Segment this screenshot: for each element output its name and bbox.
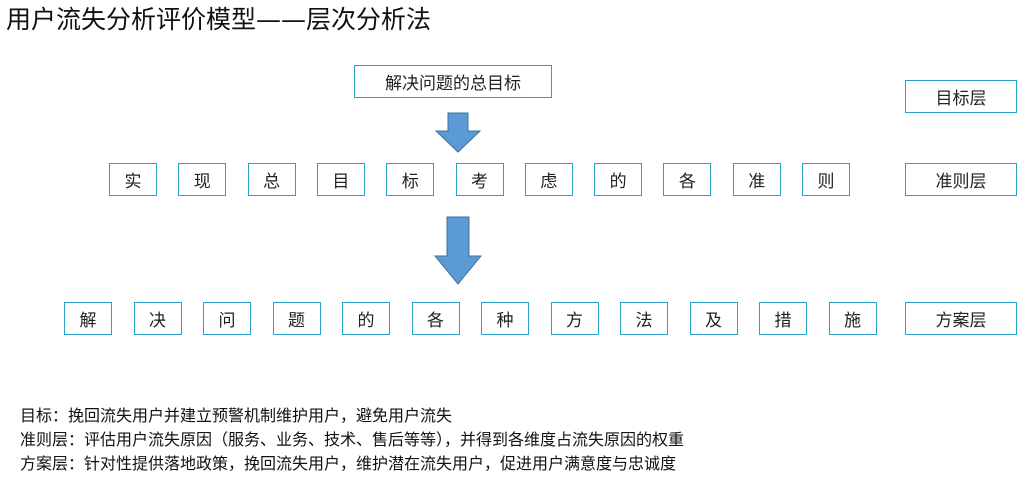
criteria-char-box-7: 虑 [524, 163, 573, 196]
layer-label-plan: 方案层 [905, 302, 1017, 335]
criteria-char-box-8: 的 [594, 163, 643, 196]
down-arrow-icon-1 [434, 112, 482, 153]
plan-char-box-12: 施 [828, 302, 877, 335]
plan-char-box-7: 种 [481, 302, 529, 335]
criteria-char-box-3: 总 [247, 163, 296, 196]
criteria-char-box-10: 准 [732, 163, 781, 196]
criteria-char-box-9: 各 [663, 163, 712, 196]
criteria-row: 实现总目标考虑的各准则 [0, 163, 1024, 196]
note-goal: 目标：挽回流失用户并建立预警机制维护用户，避免用户流失 [20, 406, 453, 425]
note-plan: 方案层：针对性提供落地政策，挽回流失用户，维护潜在流失用户，促进用户满意度与忠诚… [20, 454, 677, 473]
goal-box: 解决问题的总目标 [354, 65, 552, 98]
layer-label-goal: 目标层 [905, 80, 1017, 113]
plan-char-box-5: 的 [342, 302, 390, 335]
plan-row: 解决问题的各种方法及措施 [0, 302, 1024, 335]
criteria-char-box-5: 标 [386, 163, 435, 196]
notes: 目标：挽回流失用户并建立预警机制维护用户，避免用户流失 准则层：评估用户流失原因… [20, 404, 684, 476]
plan-char-box-11: 措 [759, 302, 807, 335]
plan-char-box-4: 题 [272, 302, 321, 335]
plan-char-box-3: 问 [203, 302, 251, 335]
criteria-char-box-1: 实 [109, 163, 157, 196]
plan-char-box-1: 解 [64, 302, 112, 335]
plan-char-box-10: 及 [689, 302, 738, 335]
plan-char-box-8: 方 [550, 302, 599, 335]
criteria-char-box-2: 现 [178, 163, 227, 196]
criteria-char-box-11: 则 [802, 163, 850, 196]
criteria-char-box-6: 考 [455, 163, 504, 196]
plan-char-box-9: 法 [620, 302, 668, 335]
criteria-char-box-4: 目 [316, 163, 365, 196]
plan-char-box-6: 各 [411, 302, 460, 335]
layer-label-criteria: 准则层 [905, 163, 1017, 196]
diagram-title: 用户流失分析评价模型——层次分析法 [6, 5, 432, 34]
note-criteria: 准则层：评估用户流失原因（服务、业务、技术、售后等等），并得到各维度占流失原因的… [20, 430, 685, 449]
plan-char-box-2: 决 [133, 302, 182, 335]
down-arrow-icon-2 [433, 216, 483, 285]
